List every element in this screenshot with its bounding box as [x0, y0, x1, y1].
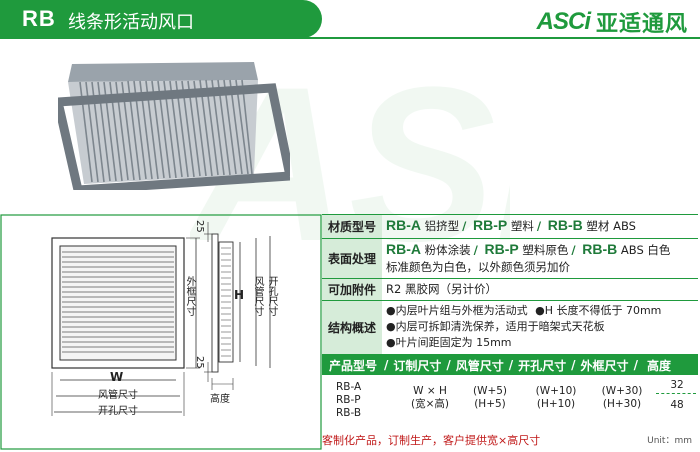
size-table-header: 产品型号/ 订制尺寸/ 风管尺寸/ 开孔尺寸/ 外框尺寸/ 高度 — [322, 355, 698, 375]
brand-logo: ASCi — [536, 8, 591, 35]
model-rb-p: RB-P — [336, 394, 361, 406]
height-divider — [656, 393, 696, 394]
size-header-model: 产品型号 — [328, 358, 377, 373]
accessory-label: 可加附件 — [322, 279, 382, 300]
finish-a-text: 粉体涂装 — [424, 243, 471, 257]
technical-drawing: 25 25 外框尺寸 H 风管尺寸 开孔尺寸 高度 W 风管尺寸 开孔尺寸 — [0, 214, 322, 450]
duct-size-2: (H+5) — [474, 398, 506, 410]
structure-line-3: ●叶片间距固定为 15mm — [386, 336, 512, 349]
size-table-body: RB-A RB-P RB-B W × H (宽×高) (W+5) (H+5) (… — [322, 375, 698, 431]
finish-b-text: ABS 白色 — [620, 243, 671, 257]
spec-row-finish: 表面处理 RB-A 粉体涂装/ RB-P 塑料原色/ RB-B ABS 白色 标… — [322, 239, 698, 279]
height-value-1: 32 — [670, 379, 684, 391]
finish-b-code: RB-B — [582, 241, 618, 257]
w-label: W — [110, 370, 124, 384]
material-a-text: 铝挤型 — [424, 219, 460, 233]
structure-label: 结构概述 — [322, 301, 382, 354]
outer-frame-label: 外框尺寸 — [184, 276, 195, 316]
height-value-2: 48 — [670, 399, 684, 411]
finish-value: RB-A 粉体涂装/ RB-P 塑料原色/ RB-B ABS 白色 标准颜色为白… — [382, 239, 698, 278]
header-rule — [0, 37, 700, 39]
model-rb-b: RB-B — [336, 407, 362, 419]
structure-line-1b: ●H 长度不得低于 70mm — [535, 304, 662, 317]
outer-size-1: (W+30) — [601, 385, 643, 397]
outer-size-2: (H+30) — [602, 398, 642, 410]
material-b-code: RB-B — [547, 217, 583, 233]
product-code: RB — [22, 6, 56, 31]
header-band: RB 线条形活动风口 — [0, 0, 322, 38]
custom-size-1: W × H — [413, 385, 447, 397]
finish-p-code: RB-P — [484, 241, 519, 257]
size-header-custom: 订制尺寸 — [393, 358, 442, 373]
unit-label: Unit：mm — [647, 436, 692, 446]
spec-row-structure: 结构概述 ●内层叶片组与外框为活动式 ●H 长度不得低于 70mm ●内层可拆卸… — [322, 301, 698, 355]
product-title: 线条形活动风口 — [68, 12, 194, 33]
spec-table: 材质型号 RB-A 铝挤型/ RB-P 塑料/ RB-B 塑材 ABS 表面处理… — [322, 214, 698, 431]
structure-value: ●内层叶片组与外框为活动式 ●H 长度不得低于 70mm ●内层可拆卸清洗保养，… — [382, 301, 698, 354]
custom-order-note: 客制化产品，订制生产，客户提供宽×高尺寸 — [322, 434, 541, 447]
spec-row-accessory: 可加附件 R2 黑胶网（另计价） — [322, 279, 698, 301]
duct-size-label-horizontal: 风管尺寸 — [98, 390, 138, 401]
dim-25-bottom: 25 — [194, 356, 205, 369]
structure-line-2: ●内层可拆卸清洗保养，适用于暗架式天花板 — [386, 320, 605, 333]
size-header-opening: 开孔尺寸 — [518, 358, 567, 373]
brand-name: 亚适通风 — [595, 12, 688, 37]
opening-size-label-vertical: 开孔尺寸 — [266, 276, 277, 316]
size-header-duct: 风管尺寸 — [455, 358, 504, 373]
height-label: 高度 — [210, 394, 230, 405]
finish-a-code: RB-A — [386, 241, 421, 257]
brand: ASCi 亚适通风 — [537, 6, 688, 38]
structure-line-1a: ●内层叶片组与外框为活动式 — [386, 304, 528, 317]
opening-size-label-horizontal: 开孔尺寸 — [98, 406, 138, 417]
finish-label: 表面处理 — [322, 239, 382, 278]
accessory-value: R2 黑胶网（另计价） — [386, 282, 497, 296]
material-b-text: 塑材 ABS — [586, 219, 636, 233]
size-header-outer: 外框尺寸 — [580, 358, 629, 373]
duct-size-label-vertical: 风管尺寸 — [252, 276, 263, 316]
opening-size-2: (H+10) — [536, 398, 576, 410]
material-a-code: RB-A — [386, 217, 421, 233]
h-label: H — [234, 288, 245, 302]
dim-25-top: 25 — [194, 220, 205, 233]
material-label: 材质型号 — [322, 215, 382, 238]
product-photo — [58, 62, 290, 190]
material-value: RB-A 铝挤型/ RB-P 塑料/ RB-B 塑材 ABS — [386, 217, 636, 233]
opening-size-1: (W+10) — [535, 385, 577, 397]
drawing-lines — [0, 214, 322, 450]
spec-row-material: 材质型号 RB-A 铝挤型/ RB-P 塑料/ RB-B 塑材 ABS — [322, 215, 698, 239]
material-p-code: RB-P — [473, 217, 508, 233]
duct-size-1: (W+5) — [472, 385, 508, 397]
finish-note: 标准颜色为白色，以外颜色须另加价 — [386, 260, 570, 274]
size-header-height: 高度 — [646, 358, 671, 373]
model-rb-a: RB-A — [336, 381, 362, 393]
custom-size-2: (宽×高) — [411, 398, 449, 410]
material-p-text: 塑料 — [510, 219, 534, 233]
finish-p-text: 塑料原色 — [522, 243, 569, 257]
